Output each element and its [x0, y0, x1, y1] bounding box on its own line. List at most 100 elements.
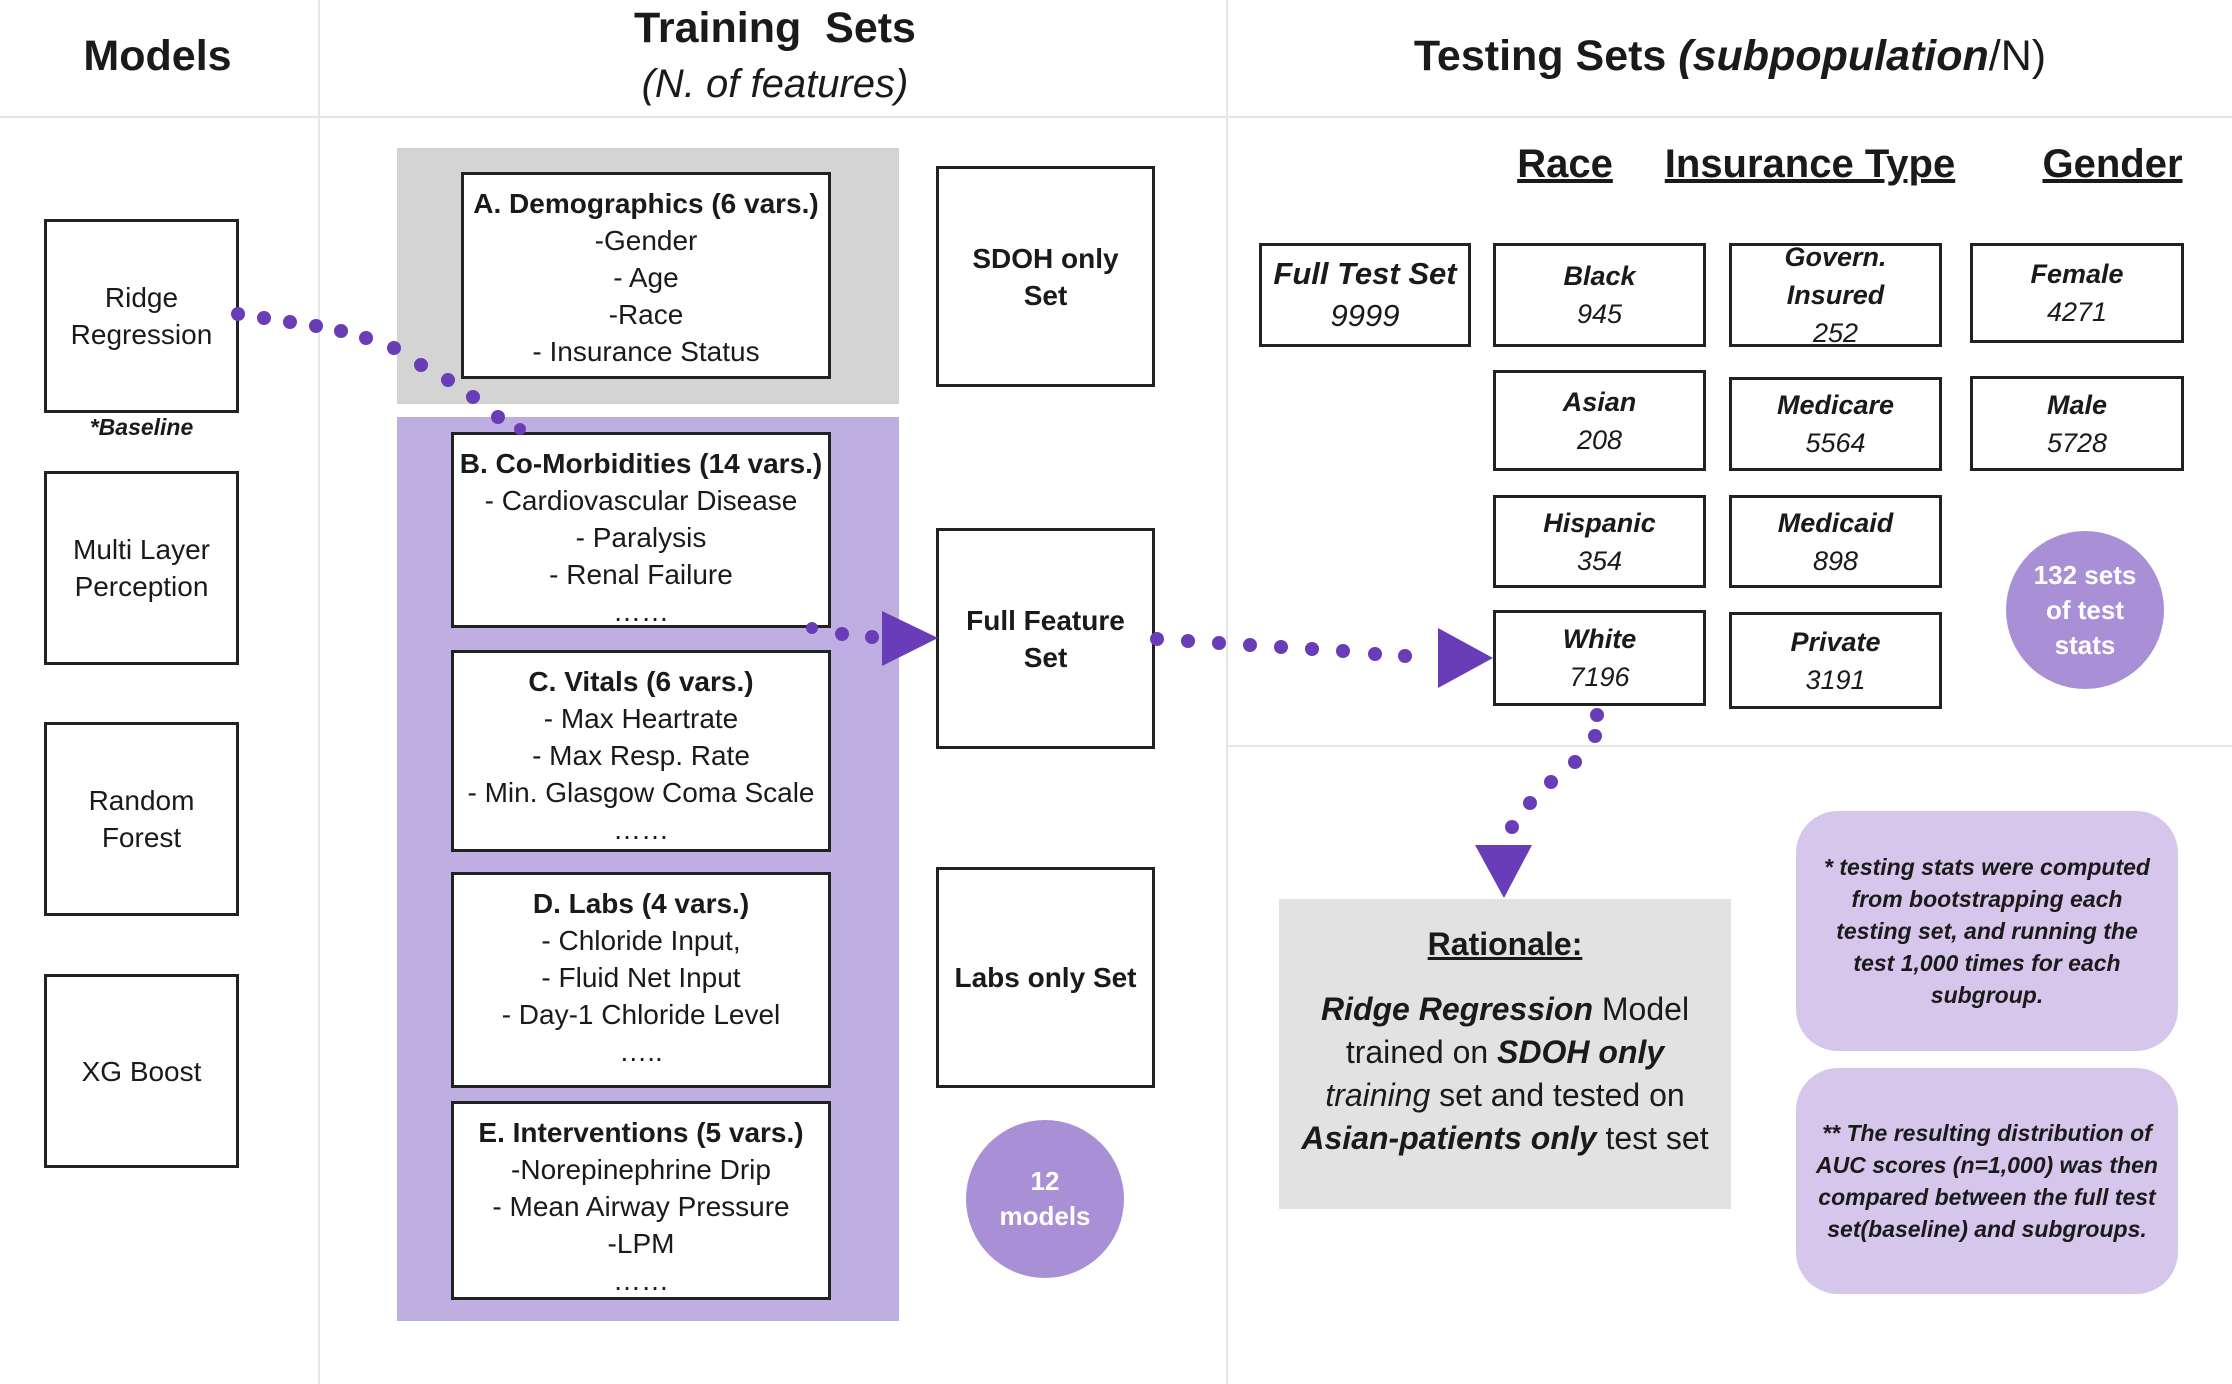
models-count-text: 12 models — [999, 1166, 1091, 1231]
feature-group-comorbidities: B. Co-Morbidities (14 vars.) - Cardiovas… — [451, 432, 831, 628]
connector-dot — [257, 311, 271, 325]
feature-item: -LPM — [607, 1228, 675, 1259]
connector-dot — [1523, 796, 1537, 810]
connector-dot — [1305, 642, 1319, 656]
connector-dot — [359, 331, 373, 345]
test-set-count: 4271 — [2046, 297, 2108, 327]
race-header: Race — [1517, 142, 1613, 186]
testing-header: Testing Sets (subpopulation/N) — [1330, 32, 2130, 81]
model-xgboost: XG Boost — [44, 974, 239, 1168]
connector-dot — [441, 373, 455, 387]
connector-dot — [1150, 632, 1164, 646]
test-set-count: 5564 — [1805, 428, 1866, 458]
connector-dot — [1588, 729, 1602, 743]
connector-dot — [1336, 644, 1350, 658]
model-label: Random Forest — [88, 785, 195, 853]
connector-dot — [334, 324, 348, 338]
model-label: Ridge Regression — [70, 282, 213, 350]
connector-dot — [414, 358, 428, 372]
connector-dot — [1243, 638, 1257, 652]
labs-only-set: Labs only Set — [936, 867, 1155, 1088]
baseline-label: *Baseline — [89, 414, 194, 440]
feature-item: - Chloride Input, — [541, 925, 741, 956]
full-feature-set: Full Feature Set — [936, 528, 1155, 749]
feature-item: -Race — [608, 299, 684, 330]
test-set-asian: Asian 208 — [1493, 370, 1706, 471]
models-header: Models — [83, 32, 232, 80]
rationale-t1: Model trained on — [1345, 991, 1698, 1070]
test-set-count: 354 — [1576, 545, 1623, 576]
feature-item: -Norepinephrine Drip — [511, 1154, 771, 1185]
test-set-medicare: Medicare 5564 — [1729, 377, 1942, 471]
feature-item: …… — [613, 596, 669, 627]
test-set-female: Female 4271 — [1970, 243, 2184, 343]
feature-item: - Mean Airway Pressure — [492, 1191, 790, 1222]
feature-item: - Cardiovascular Disease — [484, 485, 798, 516]
set-label: Full Feature Set — [966, 604, 1125, 673]
feature-item: …… — [613, 1265, 669, 1296]
divider-models-training — [318, 0, 320, 1384]
test-set-male: Male 5728 — [1970, 376, 2184, 471]
feature-group-interventions: E. Interventions (5 vars.) -Norepinephri… — [451, 1101, 831, 1300]
test-set-name: Full Test Set — [1273, 256, 1457, 291]
connector-dot — [806, 622, 818, 634]
test-set-name: Private — [1790, 626, 1881, 657]
rationale-set: SDOH only — [1497, 1034, 1665, 1070]
arrowhead-icon — [1438, 628, 1493, 688]
test-set-name: Black — [1563, 261, 1636, 291]
note-text: ** The resulting distribution of AUC sco… — [1816, 1120, 2158, 1242]
connector-dot — [1274, 640, 1288, 654]
connector-dot — [835, 627, 849, 641]
connector-dot — [466, 390, 480, 404]
connector-dot — [865, 630, 879, 644]
divider-training-testing — [1226, 0, 1228, 1384]
feature-group-title: A. Demographics (6 vars.) — [473, 188, 819, 219]
test-set-govern-insured: Govern. Insured 252 — [1729, 242, 1942, 348]
test-set-medicaid: Medicaid 898 — [1729, 495, 1942, 588]
model-label: Multi Layer Perception — [73, 534, 210, 602]
rationale-title: Rationale: — [1427, 926, 1583, 962]
test-set-count: 208 — [1576, 424, 1623, 455]
feature-item: - Max Heartrate — [543, 703, 739, 734]
rationale-training: training — [1325, 1077, 1431, 1113]
training-header: Training Sets — [634, 4, 916, 52]
note-text: * testing stats were computed from boots… — [1824, 854, 2150, 1008]
rationale-t2: set and tested on — [1430, 1077, 1694, 1113]
test-set-name: Govern. Insured — [1784, 242, 1887, 310]
test-set-count: 898 — [1812, 545, 1859, 576]
test-stats-text: 132 sets of test stats — [2033, 559, 2137, 660]
connector-dot — [1212, 636, 1226, 650]
insurance-header: Insurance Type — [1664, 142, 1956, 186]
model-random-forest: Random Forest — [44, 722, 239, 916]
feature-item: ….. — [619, 1036, 663, 1067]
feature-group-title: D. Labs (4 vars.) — [532, 888, 750, 919]
test-set-count: 3191 — [1805, 664, 1866, 695]
feature-item: - Insurance Status — [532, 336, 760, 367]
test-set-name: Medicare — [1776, 390, 1895, 420]
connector-dot — [514, 423, 526, 435]
feature-item: …… — [613, 814, 669, 845]
feature-item: - Renal Failure — [549, 559, 733, 590]
feature-group-title: B. Co-Morbidities (14 vars.) — [459, 448, 823, 479]
feature-item: - Paralysis — [575, 522, 707, 553]
test-set-black: Black 945 — [1493, 243, 1706, 347]
connector-dot — [1368, 647, 1382, 661]
connector-dot — [283, 315, 297, 329]
rationale-text: Ridge Regression Model trained on SDOH o… — [1297, 988, 1713, 1160]
test-set-name: Medicaid — [1777, 507, 1894, 538]
connector-dot — [491, 410, 505, 424]
connector-dot — [1544, 775, 1558, 789]
connector-dot — [309, 319, 323, 333]
rationale-t3: test set — [1596, 1120, 1709, 1156]
test-set-count: 945 — [1576, 299, 1623, 329]
test-stats-circle: 132 sets of test stats — [2006, 531, 2164, 689]
arrowhead-icon — [1475, 845, 1532, 898]
test-set-name: Hispanic — [1543, 507, 1656, 538]
feature-item: - Age — [613, 262, 679, 293]
model-label: XG Boost — [81, 1055, 202, 1087]
connector-dot — [1590, 708, 1604, 722]
test-set-name: Male — [2046, 389, 2108, 420]
connector-dot — [1505, 820, 1519, 834]
sdoh-only-set: SDOH only Set — [936, 166, 1155, 387]
